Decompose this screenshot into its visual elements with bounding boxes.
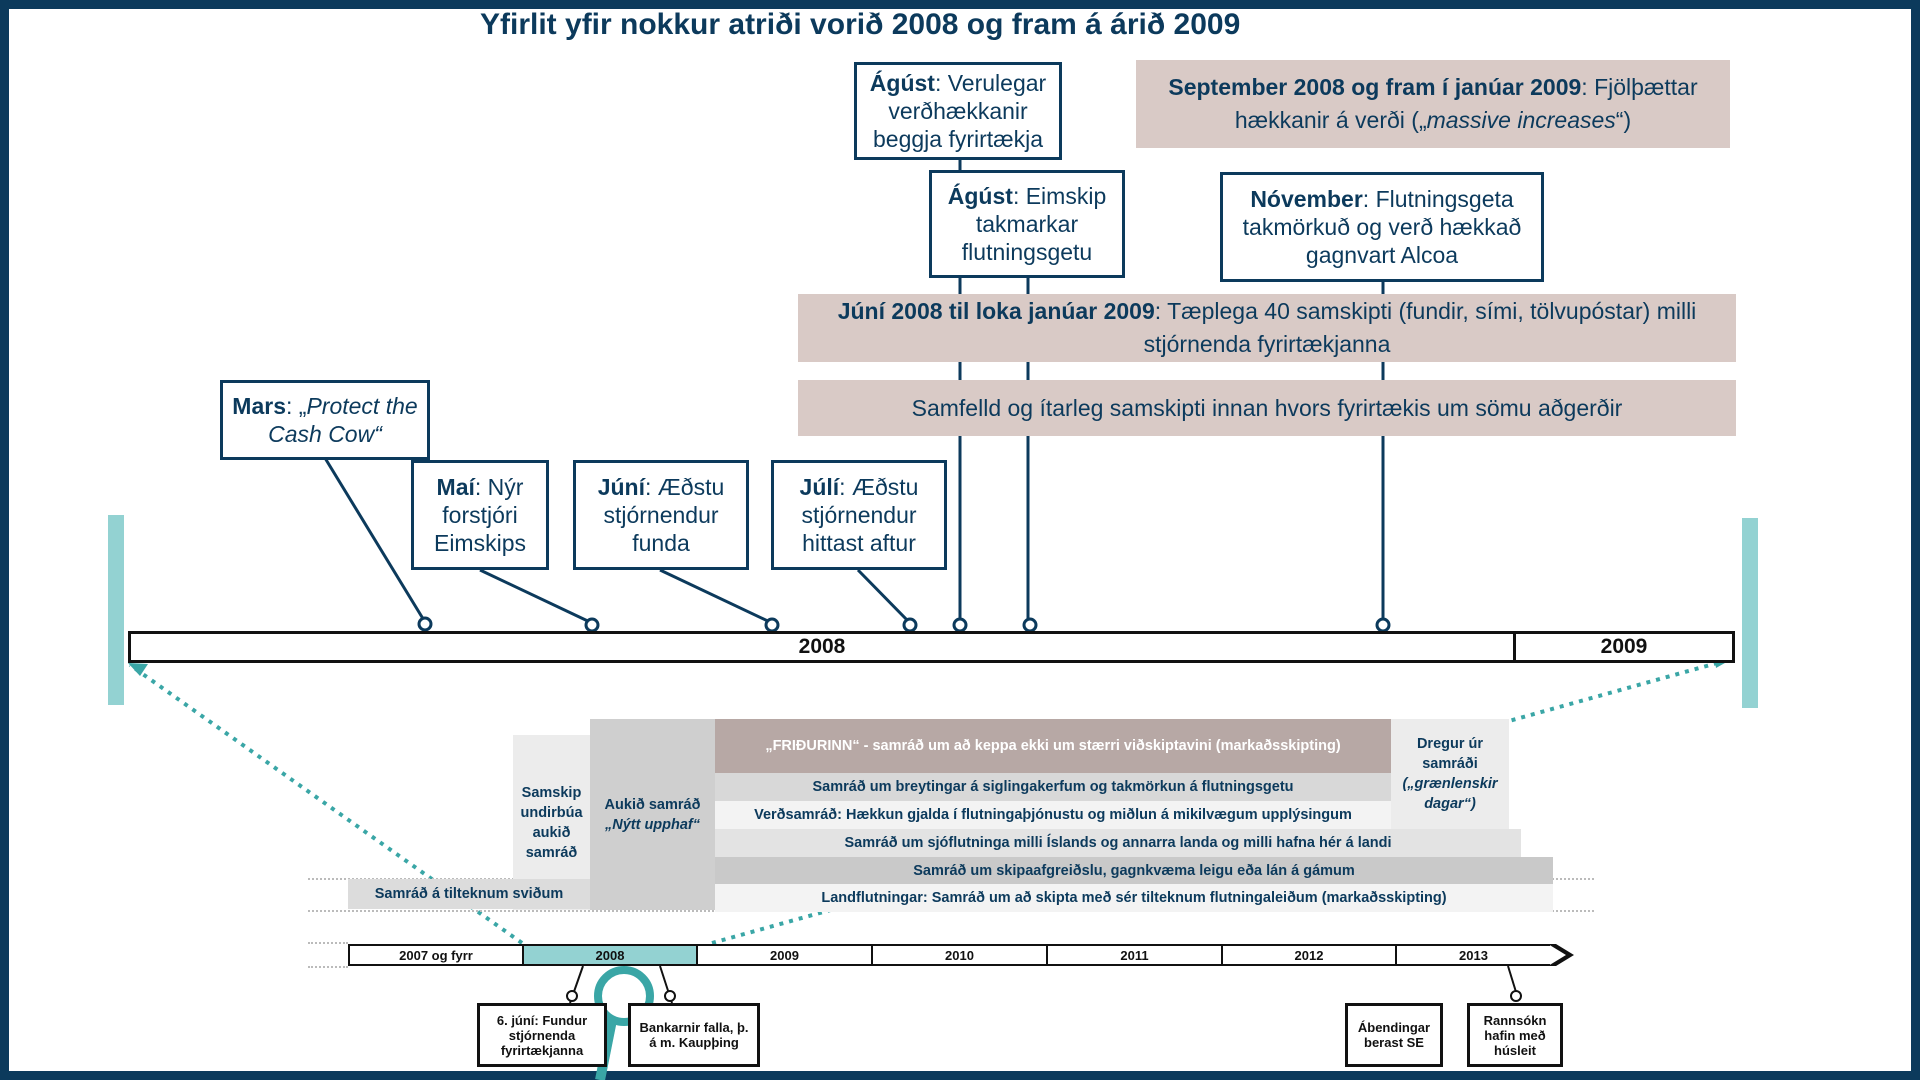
band-september: September 2008 og fram í janúar 2009: Fj… xyxy=(1136,60,1730,148)
samrad-tilteknum: Samráð á tilteknum sviðum xyxy=(348,879,590,909)
row-siglingakerfi: Samráð um breytingar á siglingakerfum og… xyxy=(715,773,1391,801)
fridurinn-band: „FRIÐURINN“ - samráð um að keppa ekki um… xyxy=(715,719,1391,773)
lower-dotted-guides-3 xyxy=(308,942,348,944)
box-6-juni: 6. júní: Fundur stjórnenda fyrirtækjanna xyxy=(477,1003,607,1067)
box-abendingar: Ábendingar berast SE xyxy=(1345,1003,1443,1067)
dregur-ur-samradi: Dregur úr samráði („grænlenskir dagar“) xyxy=(1391,719,1509,829)
box-rannsokn: Rannsókn hafin með húsleit xyxy=(1467,1003,1563,1067)
band-samfelld: Samfelld og ítarleg samskipti innan hvor… xyxy=(798,380,1736,436)
tl-2012: 2012 xyxy=(1223,944,1397,966)
left-zoom-marker xyxy=(108,515,124,705)
row-skipaafgreidsla: Samráð um skipaafgreiðslu, gagnkvæma lei… xyxy=(715,857,1553,884)
lower-dotted-guides-4 xyxy=(308,966,348,968)
event-juli: Júlí: Æðstu stjórnendur hittast aftur xyxy=(771,460,947,570)
row-landflutningar: Landflutningar: Samráð um að skipta með … xyxy=(715,884,1553,912)
tl-2008: 2008 xyxy=(524,944,698,966)
event-agust-verdhaekkanir: Ágúst: Verulegar verðhækkanir beggja fyr… xyxy=(854,62,1062,160)
band-juni-jan: Júní 2008 til loka janúar 2009: Tæplega … xyxy=(798,294,1736,362)
box-bankarnir: Bankarnir falla, þ. á m. Kaupþing xyxy=(628,1003,760,1067)
timeline-arrow-icon xyxy=(1548,944,1574,966)
tl-2007: 2007 og fyrr xyxy=(350,944,524,966)
row-sjoflutningar: Samráð um sjóflutninga milli Íslands og … xyxy=(715,829,1521,857)
page-title: Yfirlit yfir nokkur atriði vorið 2008 og… xyxy=(480,8,1241,41)
event-november: Nóvember: Flutningsgeta takmörkuð og ver… xyxy=(1220,172,1544,282)
aukid-samrad: Aukið samráð „Nýtt upphaf“ xyxy=(590,719,715,910)
event-mars: Mars: „Protect the Cash Cow“ xyxy=(220,380,430,460)
event-agust-flutningsgeta: Ágúst: Eimskip takmarkar flutningsgetu xyxy=(929,170,1125,278)
main-bar-2008: 2008 xyxy=(128,631,1516,663)
main-bar-2009: 2009 xyxy=(1513,631,1735,663)
tl-2013: 2013 xyxy=(1397,944,1550,966)
tl-2011: 2011 xyxy=(1048,944,1223,966)
right-zoom-marker xyxy=(1742,518,1758,708)
tl-2009: 2009 xyxy=(698,944,873,966)
tl-2010: 2010 xyxy=(873,944,1048,966)
row-verdsamrad: Verðsamráð: Hækkun gjalda í flutningaþjó… xyxy=(715,801,1391,829)
event-mai: Maí: Nýr forstjóri Eimskips xyxy=(411,460,549,570)
bottom-timeline: 2007 og fyrr 2008 2009 2010 2011 2012 20… xyxy=(348,944,1550,966)
event-juni: Júní: Æðstu stjórnendur funda xyxy=(573,460,749,570)
